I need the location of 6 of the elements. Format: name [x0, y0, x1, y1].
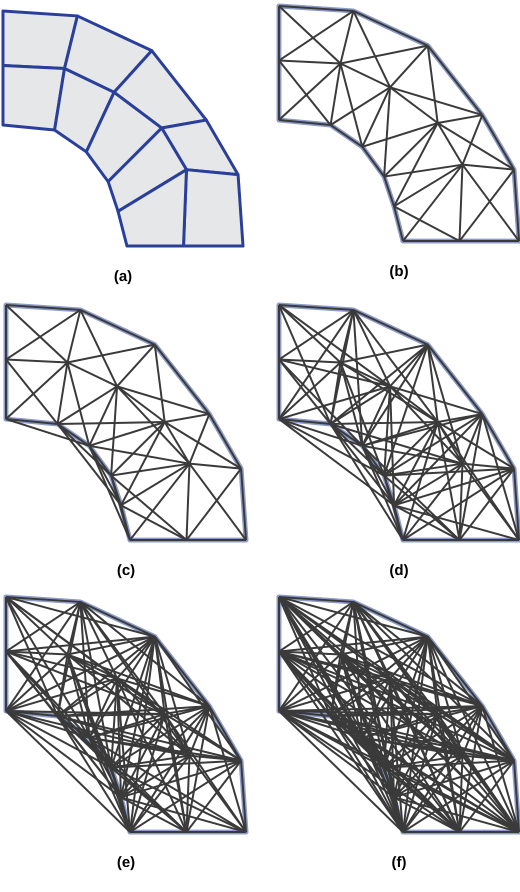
panel-label: (a) [114, 267, 132, 287]
panel-label: (c) [116, 561, 136, 581]
panel-label: (e) [116, 853, 136, 873]
panel-label: (d) [389, 561, 409, 581]
panel-label: (b) [389, 262, 409, 282]
panel-label: (f) [392, 853, 406, 873]
